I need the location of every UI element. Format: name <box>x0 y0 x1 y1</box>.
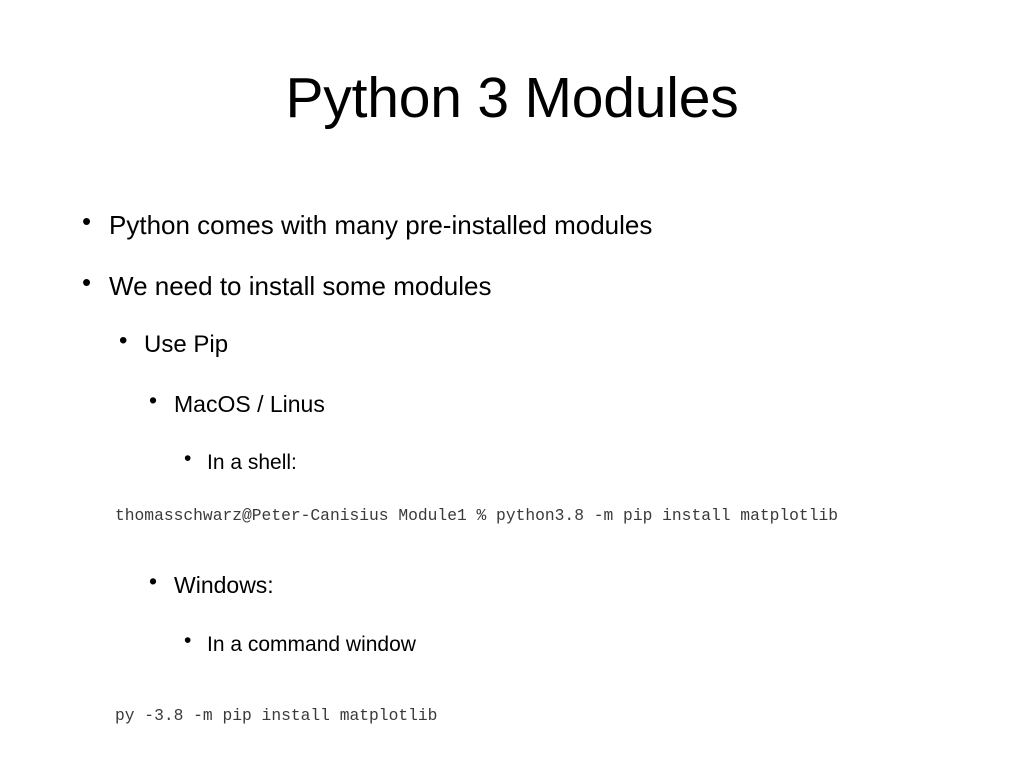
bullet-text: In a shell: <box>207 451 297 474</box>
bullet-item-need-install-modules: • We need to install some modules <box>82 267 492 302</box>
bullet-item-in-a-shell: • In a shell: <box>184 447 297 475</box>
bullet-item-pre-installed-modules: • Python comes with many pre-installed m… <box>82 206 653 241</box>
bullet-dot-icon: • <box>149 387 158 413</box>
bullet-dot-icon: • <box>82 267 92 297</box>
bullet-item-use-pip: • Use Pip <box>119 327 229 359</box>
bullet-dot-icon: • <box>82 206 92 236</box>
bullet-dot-icon: • <box>119 327 128 354</box>
bullet-text: In a command window <box>207 633 416 656</box>
bullet-text: We need to install some modules <box>109 271 492 301</box>
shell-command-mac: thomasschwarz@Peter-Canisius Module1 % p… <box>115 506 839 525</box>
page-title: Python 3 Modules <box>285 66 739 130</box>
bullet-text: MacOS / Linus <box>174 391 325 417</box>
bullet-text: Windows: <box>174 572 274 598</box>
bullet-dot-icon: • <box>184 629 192 652</box>
bullet-item-windows: • Windows: <box>149 568 274 599</box>
bullet-item-macos-linus: • MacOS / Linus <box>149 387 325 418</box>
shell-command-windows: py -3.8 -m pip install matplotlib <box>115 706 438 725</box>
bullet-item-in-a-command-window: • In a command window <box>184 629 416 657</box>
bullet-dot-icon: • <box>149 568 158 594</box>
bullet-dot-icon: • <box>184 447 192 470</box>
bullet-text: Use Pip <box>144 331 229 358</box>
bullet-text: Python comes with many pre-installed mod… <box>109 210 653 240</box>
